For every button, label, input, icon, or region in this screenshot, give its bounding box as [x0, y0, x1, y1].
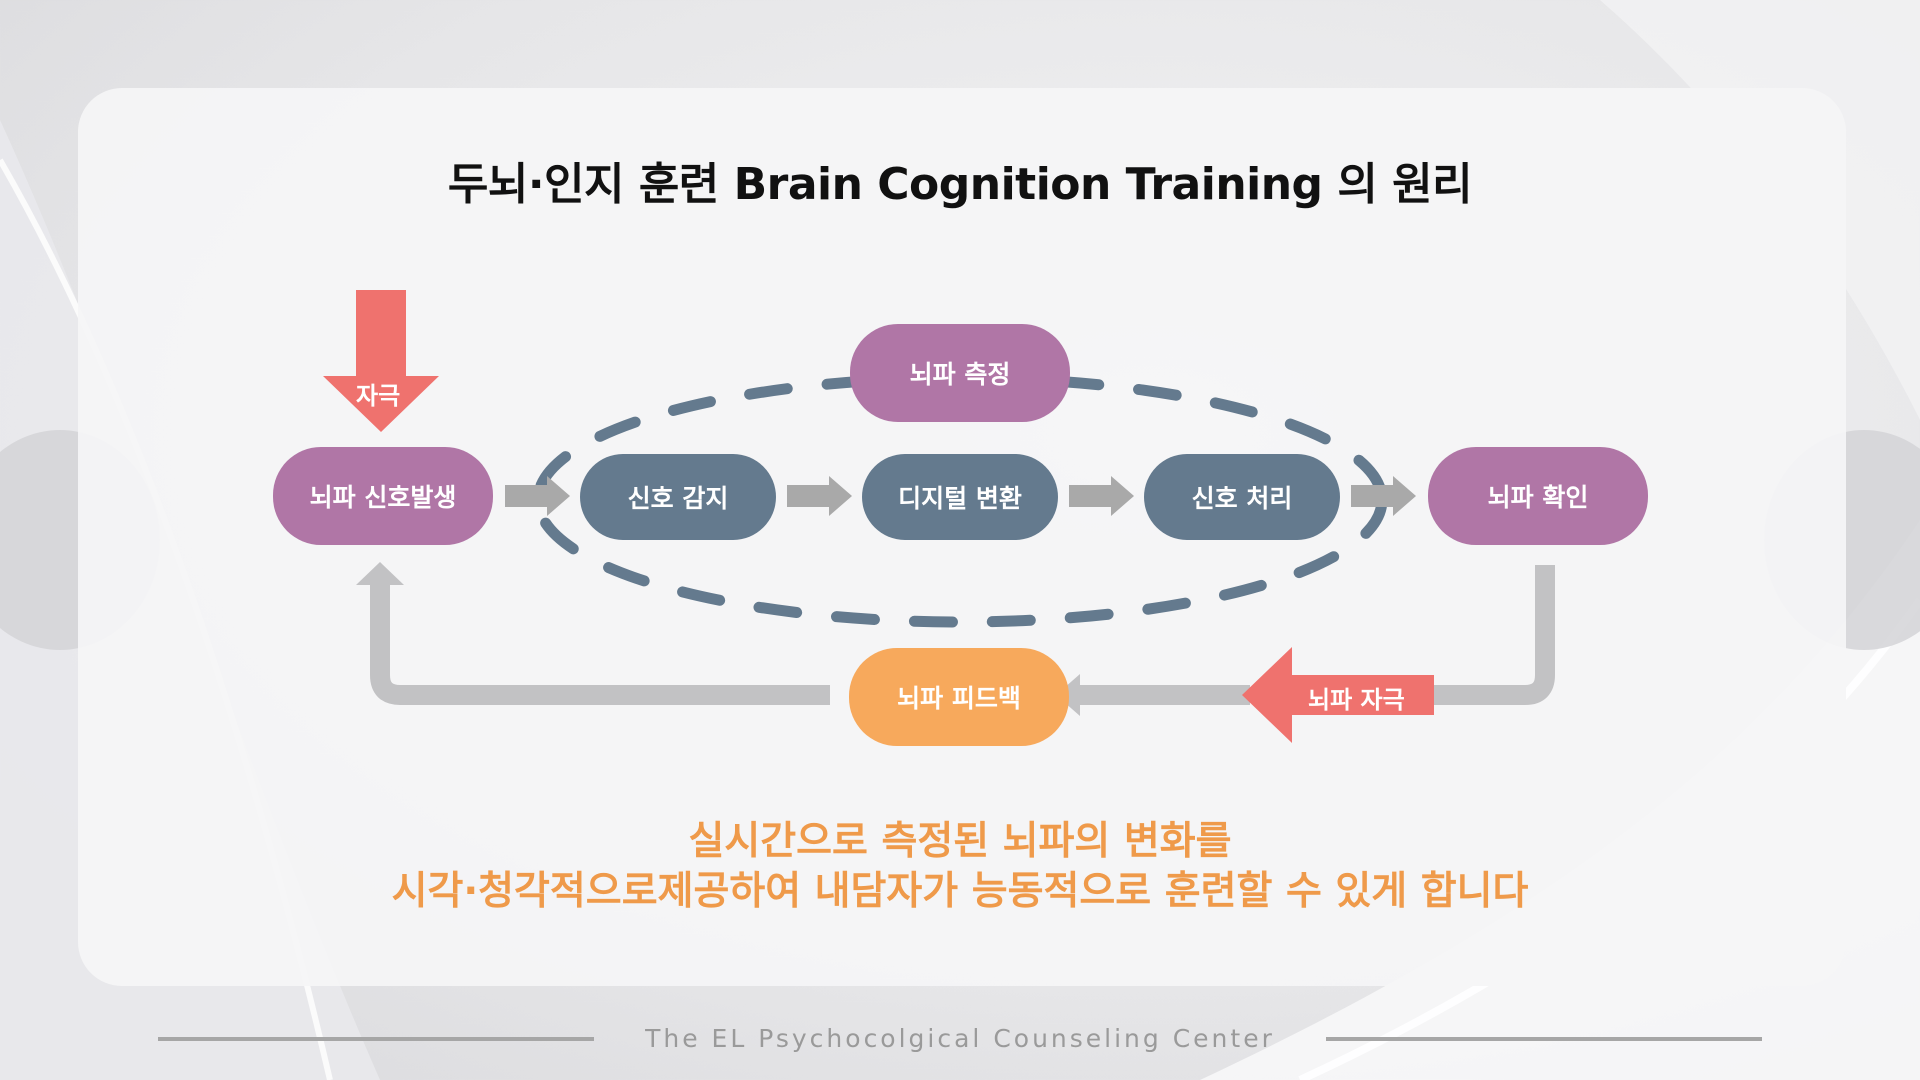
feedback-arrow-up-head [356, 562, 404, 585]
node-detection: 신호 감지 [580, 454, 776, 540]
connector-arrow-3 [1069, 485, 1111, 507]
feedback-return-path [370, 565, 1555, 705]
description-line-2: 시각·청각적으로제공하여 내담자가 능동적으로 훈련할 수 있게 합니다 [391, 869, 1529, 914]
connector-arrow-2 [787, 485, 829, 507]
node-measurement: 뇌파 측정 [850, 324, 1070, 422]
node-processing: 신호 처리 [1144, 454, 1340, 540]
footer-line-left [158, 1037, 594, 1041]
connector-arrows [505, 476, 1416, 516]
connector-arrow-1 [505, 485, 547, 507]
stimulus-arrow [323, 290, 439, 432]
node-digital-conversion: 디지털 변환 [862, 454, 1058, 540]
connector-arrow-4 [1351, 485, 1393, 507]
node-confirmation: 뇌파 확인 [1428, 447, 1648, 545]
page-title: 두뇌·인지 훈련 Brain Cognition Training 의 원리 [447, 159, 1473, 210]
footer-line-right [1326, 1037, 1762, 1041]
node-signal-generation: 뇌파 신호발생 [273, 447, 493, 545]
brainwave-stimulus-arrow [1242, 647, 1434, 743]
description-line-1: 실시간으로 측정된 뇌파의 변화를 [688, 819, 1232, 864]
stimulus-label: 자극 [356, 382, 401, 410]
node-feedback: 뇌파 피드백 [849, 648, 1069, 746]
brainwave-stimulus-label: 뇌파 자극 [1308, 686, 1405, 714]
footer-text: The EL Psychocolgical Counseling Center [645, 1024, 1275, 1053]
